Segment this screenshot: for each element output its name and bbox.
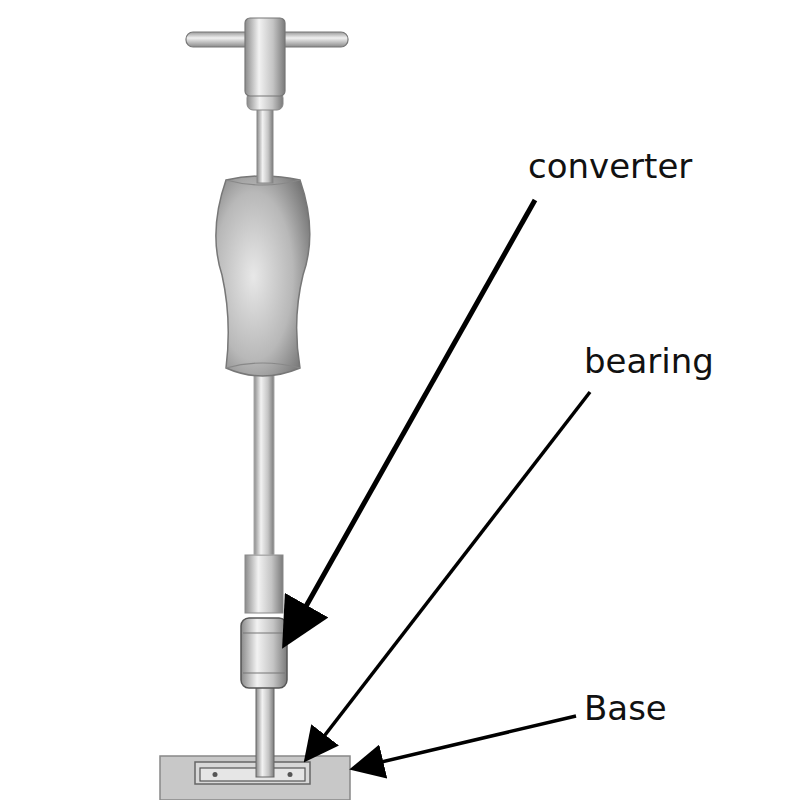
converter-nut	[241, 618, 287, 688]
handle-block	[245, 18, 285, 96]
part-label: Base	[584, 690, 667, 727]
bearing-ball	[213, 772, 218, 777]
leader-line	[287, 200, 535, 640]
coupler	[245, 555, 283, 613]
leader-line	[308, 392, 590, 757]
leader-line	[356, 716, 576, 768]
slide-weight	[216, 176, 310, 376]
lower-rod	[256, 685, 274, 777]
shaft	[254, 355, 274, 555]
part-label: bearing	[584, 343, 714, 380]
bearing	[200, 768, 305, 781]
base-block	[160, 756, 350, 800]
bearing-ball	[288, 772, 293, 777]
upper-shaft	[257, 105, 273, 183]
part-label: converter	[528, 148, 692, 185]
base-cavity	[195, 762, 310, 784]
